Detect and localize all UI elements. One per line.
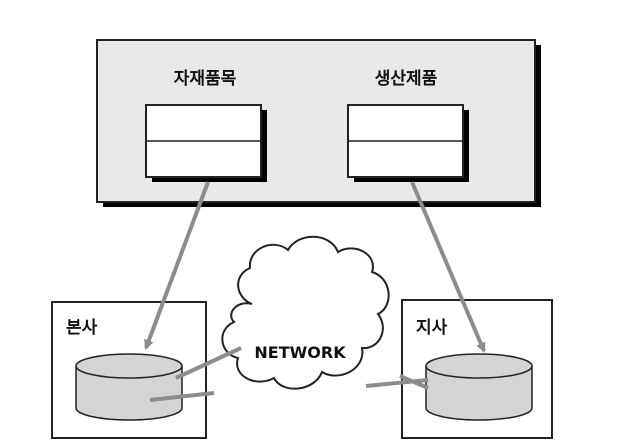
network-label: NETWORK — [254, 343, 346, 362]
network-cloud — [221, 235, 390, 390]
database-cylinder-hq-top — [75, 353, 183, 379]
arrow-products-to-branch — [410, 181, 486, 353]
network-link-hq-bottom — [149, 391, 215, 402]
database-cylinder-branch — [425, 366, 533, 421]
table-label-products: 생산제품 — [375, 69, 438, 89]
site-label-hq: 본사 — [66, 318, 98, 338]
network-link-hq-top — [175, 346, 242, 380]
site-label-branch: 지사 — [416, 318, 448, 338]
network-link-branch-top — [365, 378, 429, 388]
network-link-branch-bottom — [399, 374, 429, 390]
arrow-materials-to-hq — [144, 181, 210, 350]
database-cylinder-branch-top — [425, 353, 533, 379]
database-cylinder-hq — [75, 366, 183, 421]
table-label-materials: 자재품목 — [174, 69, 237, 89]
